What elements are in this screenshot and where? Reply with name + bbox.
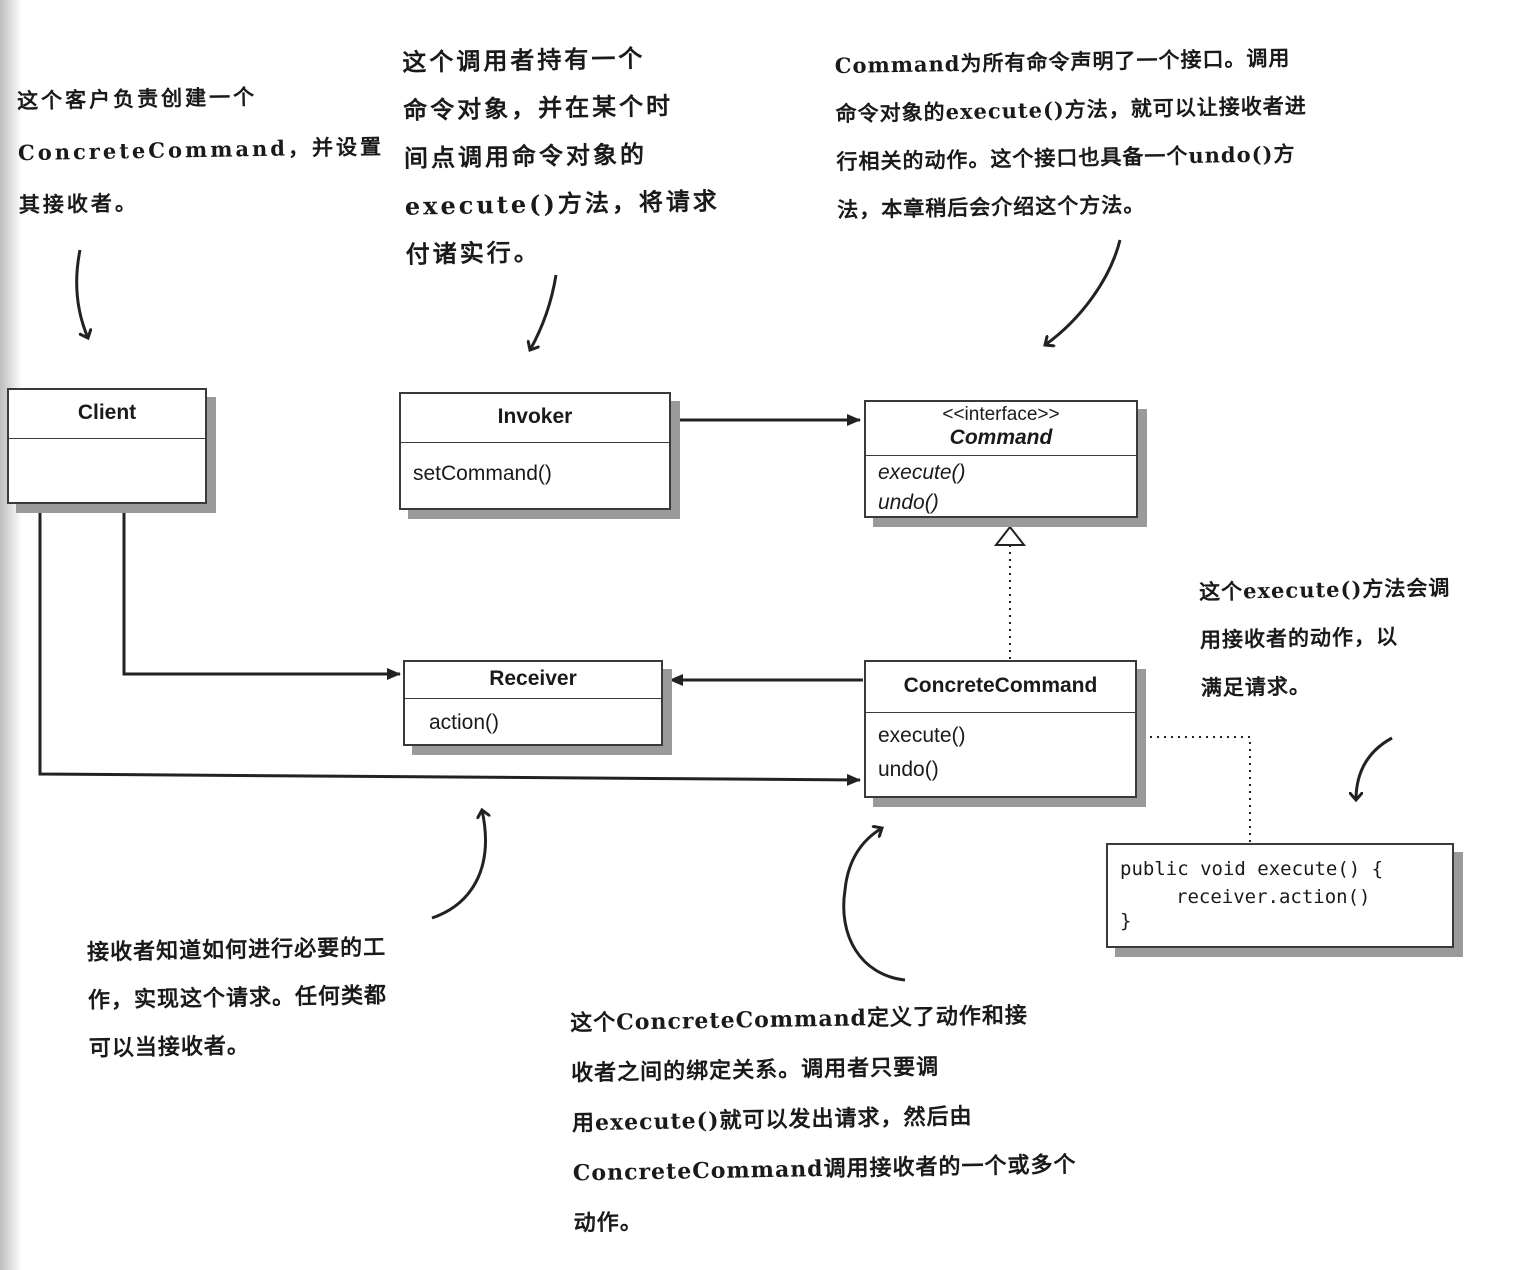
invoker-note-line: 命令对象，并在某个时 (402, 91, 674, 125)
concrete-note-line: ConcreteCommand调用接收者的一个或多个 (572, 1151, 1077, 1187)
receiver-class: Receiver action() (403, 660, 663, 746)
client-annotation: 这个客户负责创建一个 ConcreteCommand，并设置 其接收者。 (17, 69, 386, 231)
command-note-line: Command为所有命令声明了一个接口。调用 (834, 45, 1291, 79)
client-note-line: ConcreteCommand，并设置 (17, 133, 385, 166)
code-line-3: } (1120, 910, 1132, 932)
receiver-class-name: Receiver (405, 662, 661, 699)
command-note-arrow (1045, 239, 1122, 345)
concrete-method-undo: undo() (878, 758, 939, 781)
client-class-name: Client (9, 390, 205, 439)
concrete-annotation: 这个ConcreteCommand定义了动作和接 收者之间的绑定关系。调用者只要… (570, 990, 1078, 1249)
command-method-execute: execute() (878, 461, 966, 484)
concrete-note-arrow (842, 828, 906, 982)
receiver-note-line: 接收者知道如何进行必要的工 (86, 934, 387, 966)
concrete-note-line: 动作。 (573, 1209, 644, 1237)
execute-note-arrow (1356, 736, 1393, 800)
command-name: Command (949, 426, 1053, 449)
receiver-note-line: 可以当接收者。 (88, 1032, 251, 1062)
invoker-note-line: execute()方法，将请求 (404, 186, 721, 221)
command-stereotype: <<interface>> (942, 404, 1060, 425)
receiver-note-arrow (431, 810, 485, 920)
client-note-line: 其接收者。 (18, 190, 140, 218)
code-line-1: public void execute() { (1120, 858, 1384, 880)
invoker-note-line: 付诸实行。 (405, 237, 541, 269)
concrete-command-class: ConcreteCommand execute() undo() (864, 660, 1137, 798)
command-method-undo: undo() (878, 491, 939, 514)
invoker-note-arrow (530, 274, 558, 350)
realization-triangle (993, 525, 1027, 546)
client-note-arrow (75, 249, 88, 338)
concrete-command-name: ConcreteCommand (866, 662, 1135, 713)
command-annotation: Command为所有命令声明了一个接口。调用 命令对象的execute()方法，… (834, 34, 1309, 234)
concrete-note-line: 收者之间的绑定关系。调用者只要调 (570, 1053, 940, 1087)
command-note-line: 法，本章稍后会介绍这个方法。 (837, 191, 1146, 223)
receiver-method: action() (429, 711, 500, 734)
execute-code-box: public void execute() { receiver.action(… (1106, 843, 1454, 948)
concrete-note-line: 这个ConcreteCommand定义了动作和接 (570, 1002, 1029, 1037)
client-receiver-arrow (122, 505, 401, 680)
client-class: Client (7, 388, 207, 504)
execute-note-line: 满足请求。 (1200, 673, 1312, 701)
invoker-class: Invoker setCommand() (399, 392, 671, 510)
command-header: <<interface>> Command (866, 402, 1136, 456)
receiver-note-line: 作，实现这个请求。任何类都 (87, 982, 388, 1014)
invoker-class-name: Invoker (401, 394, 669, 443)
execute-note-line: 这个execute()方法会调 (1198, 574, 1451, 605)
command-interface: <<interface>> Command execute() undo() (864, 400, 1138, 518)
invoker-method: setCommand() (413, 462, 552, 485)
execute-note-line: 用接收者的动作，以 (1199, 623, 1399, 653)
command-note-line: 行相关的动作。这个接口也具备一个undo()方 (836, 141, 1296, 175)
invoker-note-line: 间点调用命令对象的 (403, 139, 648, 173)
client-note-line: 这个客户负责创建一个 (16, 84, 258, 114)
concrete-note-line: 用execute()就可以发出请求，然后由 (571, 1103, 973, 1137)
code-line-2: receiver.action() (1176, 886, 1371, 908)
invoker-note-line: 这个调用者持有一个 (402, 43, 646, 77)
receiver-annotation: 接收者知道如何进行必要的工 作，实现这个请求。任何类都 可以当接收者。 (87, 923, 388, 1072)
page-edge-shadow (0, 0, 22, 1270)
concrete-method-execute: execute() (878, 724, 966, 747)
command-note-line: 命令对象的execute()方法，就可以让接收者进 (835, 92, 1307, 127)
invoker-annotation: 这个调用者持有一个 命令对象，并在某个时 间点调用命令对象的 execute()… (402, 33, 721, 278)
execute-annotation: 这个execute()方法会调 用接收者的动作，以 满足请求。 (1199, 564, 1453, 712)
client-concrete-arrow (38, 505, 861, 786)
